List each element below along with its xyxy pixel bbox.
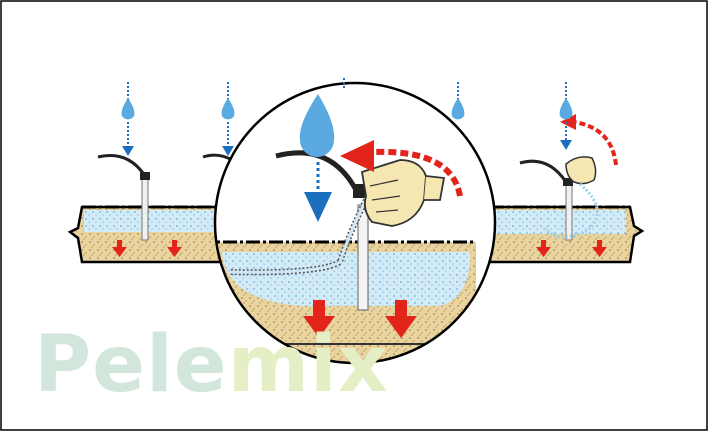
curved-arrow-icon [340,140,463,197]
hand-icon [360,159,446,227]
water-drop-icon [221,82,235,156]
logo-part-mix: mix [227,320,390,410]
probe-icon [97,154,150,241]
hand-icon [565,156,597,185]
hose-icon [543,182,599,239]
water-drop-icon [559,82,573,150]
pelemix-logo: Pelemix [34,326,389,404]
water-drop-icon [451,82,465,120]
water-drop-icon [121,82,135,156]
probe-icon [357,204,369,311]
down-arrow-icon [303,300,417,338]
probe-icon [202,153,233,162]
probe-icon [519,159,573,241]
curved-arrow-icon [560,114,618,166]
logo-part-pele: Pele [34,320,228,410]
water-drop-icon [299,78,345,222]
magnified-view [213,78,497,365]
